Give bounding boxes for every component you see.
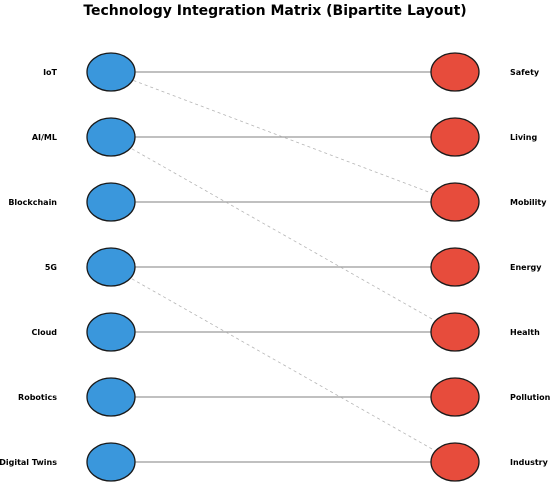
node-blockchain	[86, 182, 136, 222]
node-iot	[86, 52, 136, 92]
node-mobility	[430, 182, 480, 222]
label-robotics: Robotics	[18, 393, 57, 402]
label-digital-twins: Digital Twins	[0, 458, 57, 467]
label-cloud: Cloud	[31, 328, 57, 337]
edges-layer	[110, 71, 456, 463]
node-5g	[86, 247, 136, 287]
label-industry: Industry	[510, 458, 549, 467]
node-robotics	[86, 377, 136, 417]
labels-layer: IoT AI/ML Blockchain 5G CloudRoboticsDigital…	[0, 68, 550, 467]
node-cloud	[86, 312, 136, 352]
label-mobility: Mobility	[510, 198, 547, 207]
label-ai-ml: AI/ML	[32, 133, 57, 142]
edge-ai-ml-to-health	[110, 136, 456, 333]
label-blockchain: Blockchain	[8, 198, 57, 207]
node-pollution	[430, 377, 480, 417]
label-iot: IoT	[43, 68, 57, 77]
label-living: Living	[510, 133, 537, 142]
nodes-layer	[86, 52, 480, 482]
label-energy: Energy	[510, 263, 542, 272]
node-industry	[430, 442, 480, 482]
node-ai-ml	[86, 117, 136, 157]
node-health	[430, 312, 480, 352]
label-pollution: Pollution	[510, 393, 550, 402]
edge-iot-to-mobility	[110, 71, 456, 203]
edge-5g-to-industry	[110, 266, 456, 463]
label-5g: 5G	[45, 263, 57, 272]
diagram-title: Technology Integration Matrix (Bipartite…	[83, 3, 467, 19]
node-living	[430, 117, 480, 157]
label-safety: Safety	[510, 68, 540, 77]
label-health: Health	[510, 328, 540, 337]
node-safety	[430, 52, 480, 92]
node-digital-twins	[86, 442, 136, 482]
node-energy	[430, 247, 480, 287]
